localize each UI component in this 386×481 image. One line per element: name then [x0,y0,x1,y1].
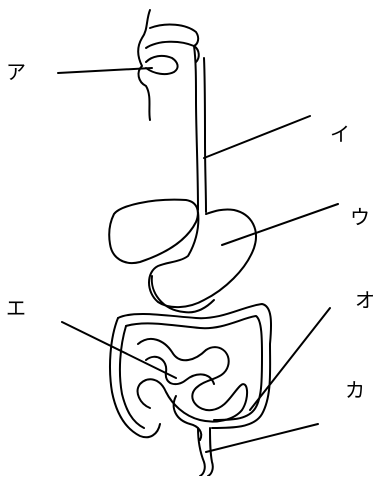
head-outline [138,10,150,120]
tongue [146,56,178,74]
label-u: ウ [350,207,370,227]
leader-line-i [204,116,310,158]
label-ka: カ [345,380,365,400]
esophagus-wall [204,58,206,212]
liver [109,200,198,263]
esophagus [194,46,198,210]
large-intestine-inner [126,316,262,420]
label-i: イ [330,124,350,144]
stomach [149,209,256,307]
label-o: オ [355,290,375,310]
small-intestine [138,339,247,422]
leader-line-u [222,204,338,245]
ascending-colon [110,318,160,437]
label-a: ア [6,62,26,82]
label-e: エ [6,298,26,318]
